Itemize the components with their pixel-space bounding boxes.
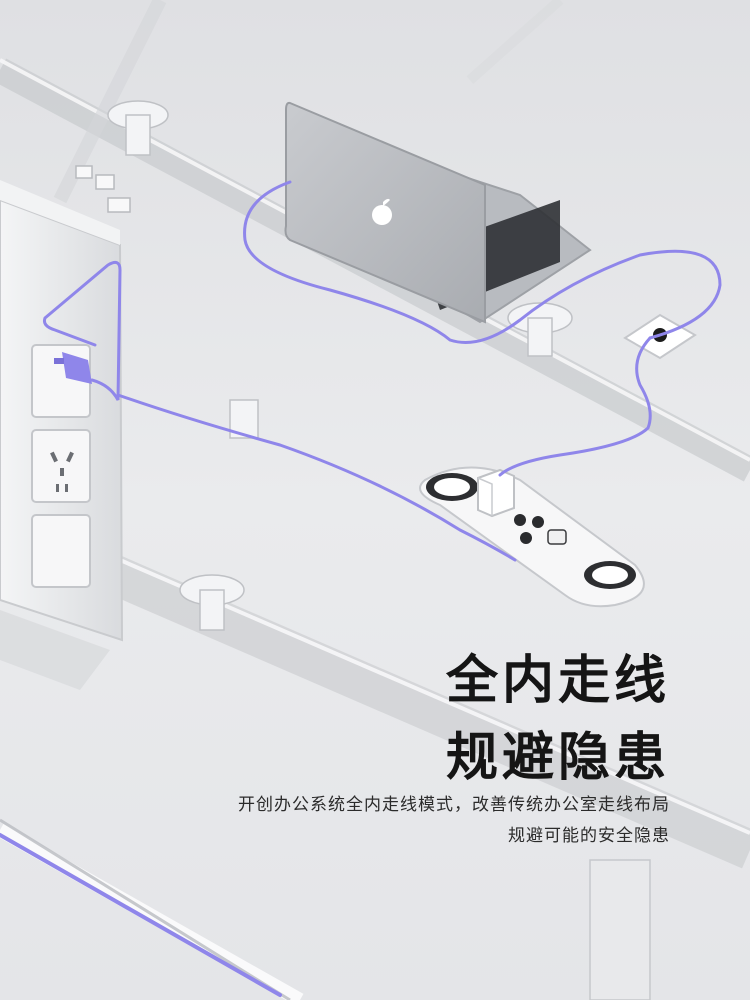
grommet-icon	[426, 473, 636, 589]
headline-line-1: 全内走线	[445, 651, 670, 711]
frame-connectors	[75, 165, 131, 213]
pedestal-cabinet	[0, 180, 124, 690]
power-adapter-icon	[477, 468, 515, 518]
description-line-1: 开创办公系统全内走线模式，改善传统办公室走线布局	[238, 795, 670, 815]
cables	[0, 180, 722, 997]
apple-logo-icon	[372, 198, 392, 225]
laptop	[284, 101, 592, 324]
power-plug-icon	[54, 352, 92, 384]
headline-line-2: 规避隐患	[445, 728, 670, 788]
description-line-2: 规避可能的安全隐患	[508, 826, 670, 846]
glass-clamps	[107, 100, 651, 1000]
grommet-power-strip	[419, 466, 645, 608]
